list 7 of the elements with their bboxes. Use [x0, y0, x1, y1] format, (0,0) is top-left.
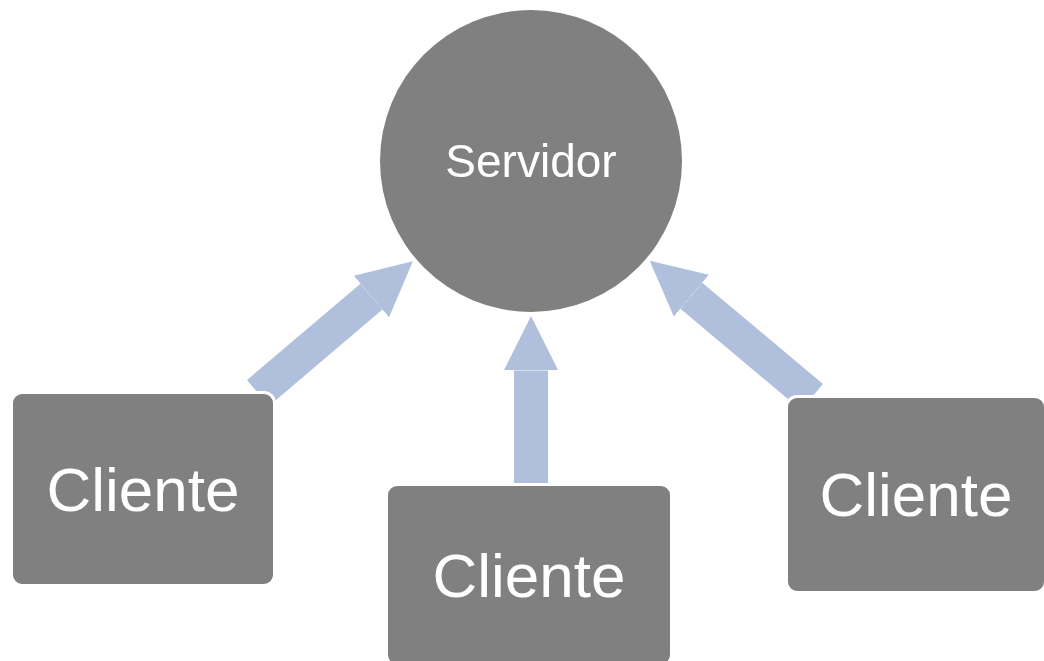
node-label: Cliente	[46, 453, 240, 525]
client-box	[10, 391, 276, 587]
node-label: Cliente	[432, 539, 626, 611]
client-box	[385, 483, 673, 661]
node-label: Cliente	[819, 459, 1013, 530]
client-box	[785, 395, 1044, 594]
node-label: Servidor	[445, 134, 617, 188]
